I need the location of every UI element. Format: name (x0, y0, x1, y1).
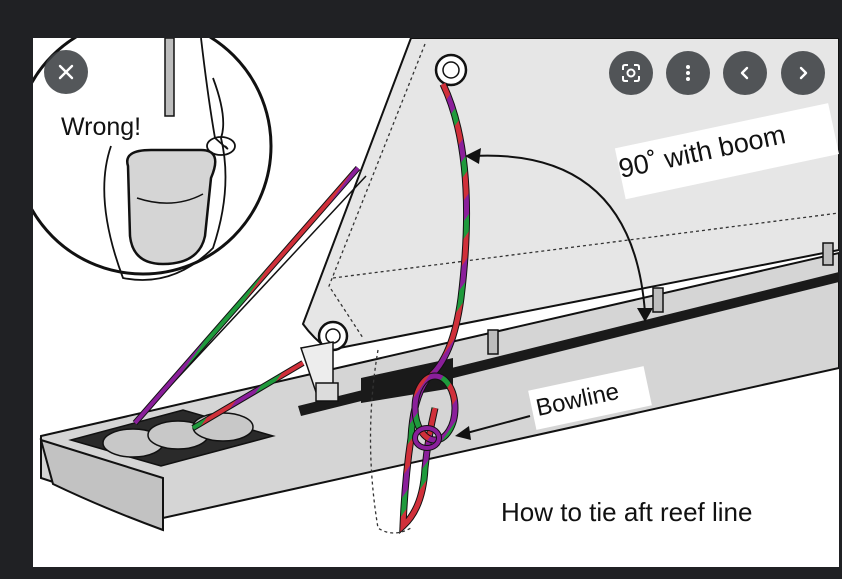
visual-search-button[interactable] (609, 51, 653, 95)
chevron-right-icon (799, 66, 808, 80)
close-button[interactable] (44, 50, 88, 94)
sail (301, 38, 839, 352)
chevron-left-icon (740, 66, 749, 80)
dashed-loop (369, 349, 412, 534)
inset-label: Wrong! (61, 113, 141, 141)
close-icon (58, 64, 74, 80)
wrong-inset: Wrong! (33, 38, 273, 281)
boom-front (39, 438, 164, 532)
sail-dashed-edge (328, 43, 426, 339)
more-vertical-icon (686, 65, 690, 81)
sail-dashed-reef (332, 212, 839, 279)
reef-line-illustration: 90˚ with boom Bowline How to tie aft ree… (33, 38, 839, 567)
caption: How to tie aft reef line (501, 497, 752, 527)
previous-image-button[interactable] (723, 51, 767, 95)
lens-icon (622, 64, 640, 82)
next-image-button[interactable] (781, 51, 825, 95)
angle-arc (472, 154, 646, 314)
more-options-button[interactable] (666, 51, 710, 95)
boom-slot-back (361, 358, 453, 403)
sail-slides (487, 242, 834, 355)
